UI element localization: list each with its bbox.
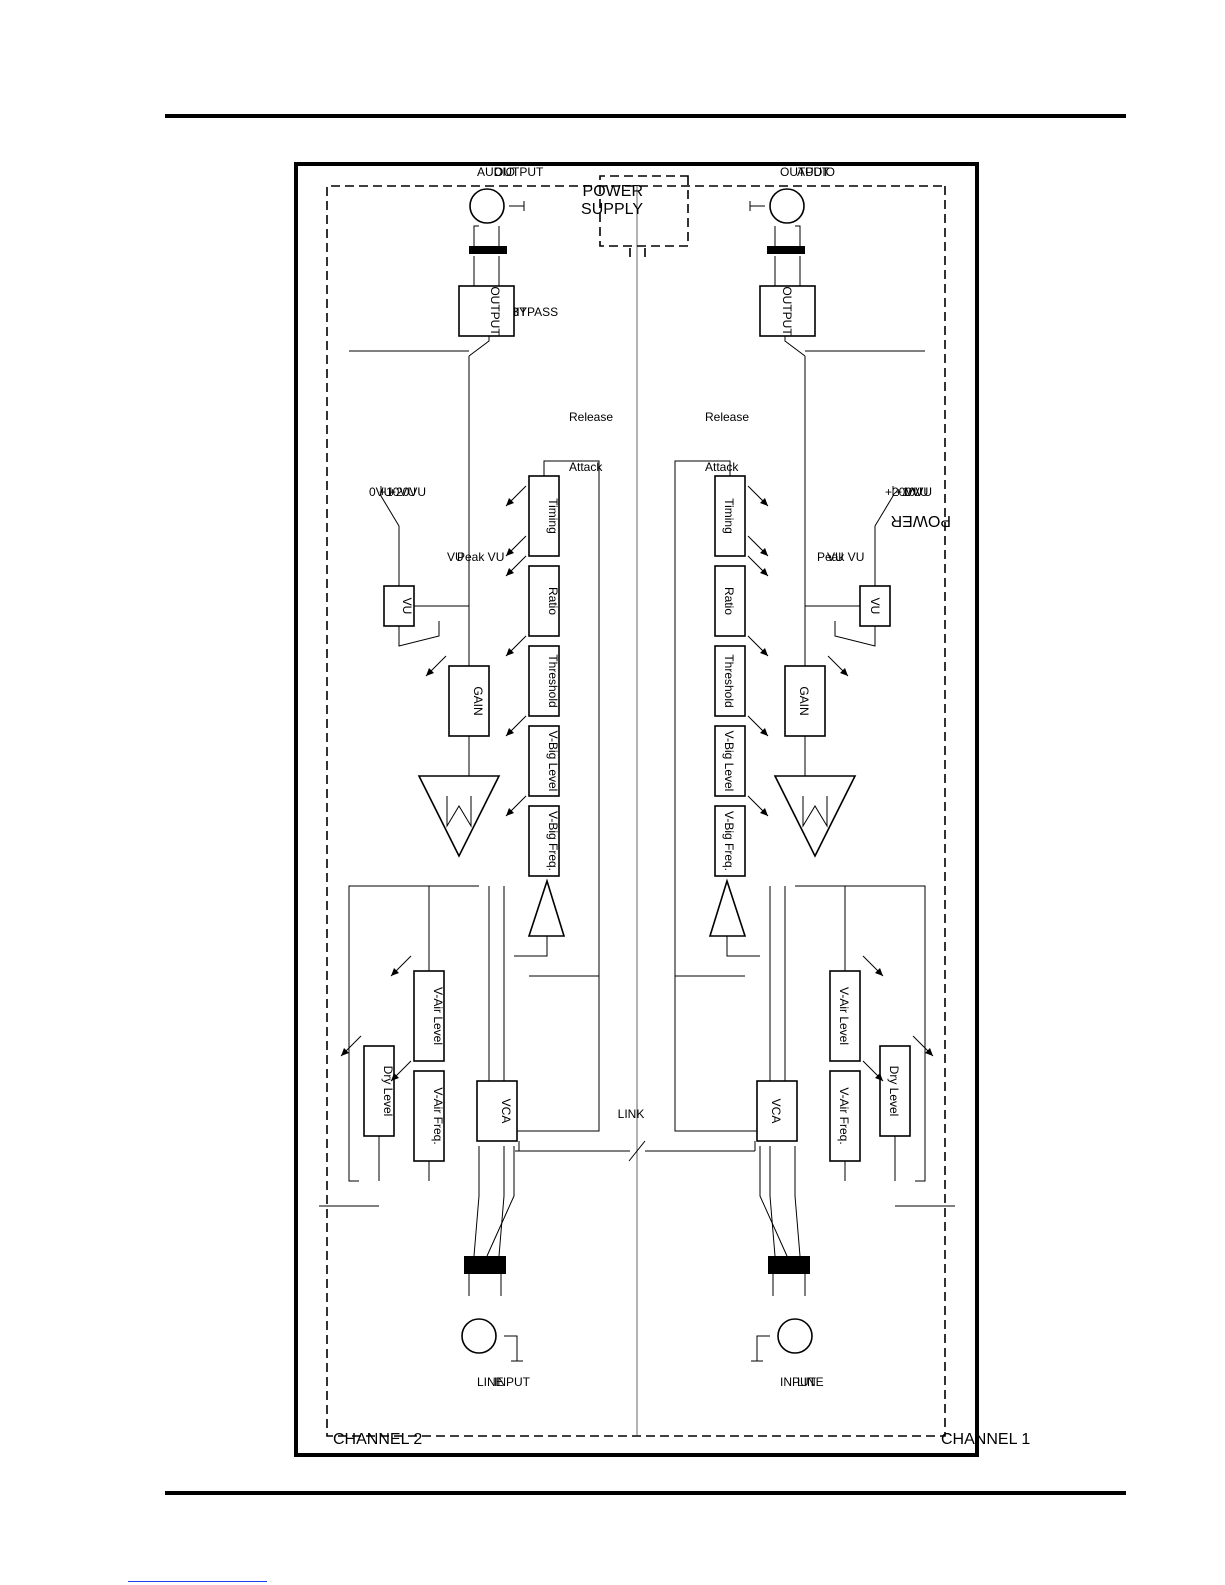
v-air-freq-label: V-Air Freq.: [837, 1087, 851, 1144]
vu-range-label: +10VU: [379, 485, 416, 499]
vu-mode-label: Peak VU: [817, 550, 864, 564]
threshold-block: [714, 645, 746, 717]
power-supply-block: POWER: [599, 175, 951, 529]
line-input-label: LINE: [477, 1375, 504, 1389]
line-input-label: INPUT: [780, 1375, 817, 1389]
v-big-freq-label: V-Big Freq.: [722, 811, 736, 871]
ratio-block: [528, 565, 560, 637]
v-big-freq-block: [528, 805, 560, 877]
vca-label: VCA: [769, 1099, 783, 1124]
link-switch: [515, 1140, 755, 1162]
ratio-label: Ratio: [546, 587, 560, 615]
vu-mode-label: VU: [447, 550, 464, 564]
v-big-freq-label: V-Big Freq.: [546, 811, 560, 871]
svg-text:POWER: POWER: [891, 512, 951, 529]
vca-label: VCA: [499, 1099, 513, 1124]
input-transformer-icon: [464, 1256, 506, 1274]
output-amp-label: OUTPUT: [780, 286, 794, 336]
dry-level-label: Dry Level: [381, 1066, 395, 1117]
vu-range-label: +20VU: [885, 485, 922, 499]
xlr-input-connector-icon: [777, 1318, 813, 1354]
timing-label: Timing: [722, 498, 736, 534]
m-amplifier-icon: [773, 775, 857, 858]
vu-range-label: 0VU: [905, 485, 928, 499]
v-big-level-block: [528, 725, 560, 797]
xlr-output-connector-icon: [769, 188, 805, 224]
header-rule: [165, 114, 1126, 118]
line-input-label: LINE: [797, 1375, 824, 1389]
vu-mode-label: Peak VU: [457, 550, 504, 564]
power-feed: [629, 248, 646, 262]
vu-label: VU: [400, 598, 414, 615]
threshold-label: Threshold: [722, 654, 736, 707]
vu-range-label: 0VU: [369, 485, 392, 499]
vca-block: [756, 1080, 798, 1142]
audio-output-label: OUTPUT: [494, 165, 544, 179]
ratio-label: Ratio: [722, 587, 736, 615]
output-amp-label: OUTPUT: [488, 286, 502, 336]
unit-bypass-label: BYPASS: [511, 305, 558, 319]
release-label: Release: [705, 410, 749, 424]
line-input-label: INPUT: [494, 1375, 531, 1389]
vu-label: VU: [868, 598, 882, 615]
m-amplifier-icon: [417, 775, 501, 858]
ratio-block: [714, 565, 746, 637]
v-big-freq-block: [714, 805, 746, 877]
gain-label: GAIN: [797, 686, 811, 715]
v-big-level-block: [714, 725, 746, 797]
v-big-level-label: V-Big Level: [546, 731, 560, 792]
v-air-freq-label: V-Air Freq.: [431, 1087, 445, 1144]
audio-output-label: AUDIO: [477, 165, 515, 179]
vca-block: [476, 1080, 518, 1142]
output-amp-block: [759, 285, 816, 337]
footer-link-underline: [128, 1581, 267, 1582]
threshold-block: [528, 645, 560, 717]
footer-rule: [165, 1491, 1126, 1495]
audio-output-label: AUDIO: [797, 165, 835, 179]
output-transformer-icon: [767, 246, 805, 254]
dry-level-label: Dry Level: [887, 1066, 901, 1117]
xlr-input-connector-icon: [461, 1318, 497, 1354]
channels-dashed-boundary: [326, 185, 946, 1437]
sidechain-amplifier-icon: [527, 878, 566, 937]
vu-range-label: +20VU: [389, 485, 426, 499]
channel-name: CHANNEL 2: [333, 1431, 422, 1448]
v-big-level-label: V-Big Level: [722, 731, 736, 792]
power-supply-label-2: SUPPLY: [581, 201, 643, 218]
power-supply-label-1: POWER: [583, 183, 643, 200]
sidechain-amplifier-icon: [708, 878, 747, 937]
attack-label: Attack: [569, 460, 603, 474]
threshold-label: Threshold: [546, 654, 560, 707]
audio-output-label: OUTPUT: [780, 165, 830, 179]
block-diagram-svg: POWER POWER SUPPLY LINK CHANNEL 1LINEINP…: [319, 165, 1030, 1448]
input-transformer-icon: [768, 1256, 810, 1274]
v-air-level-label: V-Air Level: [837, 987, 851, 1045]
v-air-level-label: V-Air Level: [431, 987, 445, 1045]
vu-mode-label: VU: [827, 550, 844, 564]
output-amp-block: [458, 285, 515, 337]
gain-label: GAIN: [471, 686, 485, 715]
vu-range-label: +10VU: [895, 485, 932, 499]
link-label: LINK: [618, 1107, 645, 1121]
release-label: Release: [569, 410, 613, 424]
output-transformer-icon: [469, 246, 507, 254]
xlr-output-connector-icon: [469, 188, 505, 224]
attack-label: Attack: [705, 460, 739, 474]
channel-name: CHANNEL 1: [941, 1431, 1030, 1448]
timing-label: Timing: [546, 498, 560, 534]
